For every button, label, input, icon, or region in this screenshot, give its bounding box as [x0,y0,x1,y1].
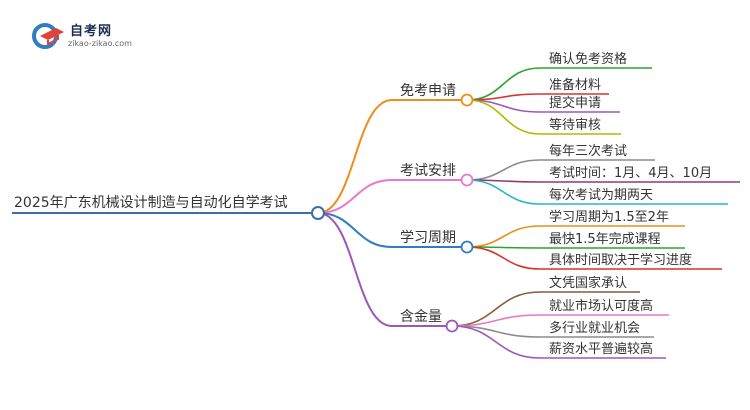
child-connector [451,325,541,359]
child-label: 文凭国家承认 [549,275,627,291]
child-connector [466,93,541,101]
branch-connector [317,212,393,248]
graduation-cap-icon [32,23,64,49]
child-label: 每次考试为期两天 [549,187,653,203]
child-connector [466,159,541,181]
branch-label: 含金量 [400,309,442,325]
logo-name: 自考网 [70,24,113,39]
root-node [311,206,325,220]
child-connector [466,225,541,248]
child-connector [466,67,541,101]
branch-node [460,173,474,187]
child-connector [466,179,541,205]
branch-connector [317,212,393,327]
branch-node [460,240,474,254]
child-label: 每年三次考试 [549,143,627,159]
branch-connector [317,179,393,214]
child-label: 薪资水平普遍较高 [549,341,653,357]
child-connector [466,246,541,270]
branch-connector [317,99,393,214]
child-label: 学习周期为1.5至2年 [549,209,669,225]
branch-node [460,93,474,107]
child-label: 最快1.5年完成课程 [549,232,661,247]
branch-label: 免考申请 [400,83,456,99]
child-label: 确认免考资格 [549,51,627,67]
child-label: 就业市场认可度高 [549,298,653,314]
branch-node [445,319,459,333]
child-label: 等待审核 [549,117,601,133]
child-label: 提交申请 [549,95,601,111]
logo-url: zikao-zikao.com [68,39,132,48]
child-connector [466,99,541,135]
child-connector [451,291,541,327]
root-label: 2025年广东机械设计制造与自动化自学考试 [14,195,288,211]
child-label: 准备材料 [549,77,601,93]
site-logo[interactable]: 自考网 zikao-zikao.com [30,18,160,54]
branch-label: 考试安排 [400,163,456,179]
child-label: 多行业就业机会 [549,320,640,336]
child-label: 具体时间取决于学习进度 [549,252,692,268]
child-label: 考试时间：1月、4月、10月 [549,166,712,181]
branch-label: 学习周期 [400,230,456,246]
